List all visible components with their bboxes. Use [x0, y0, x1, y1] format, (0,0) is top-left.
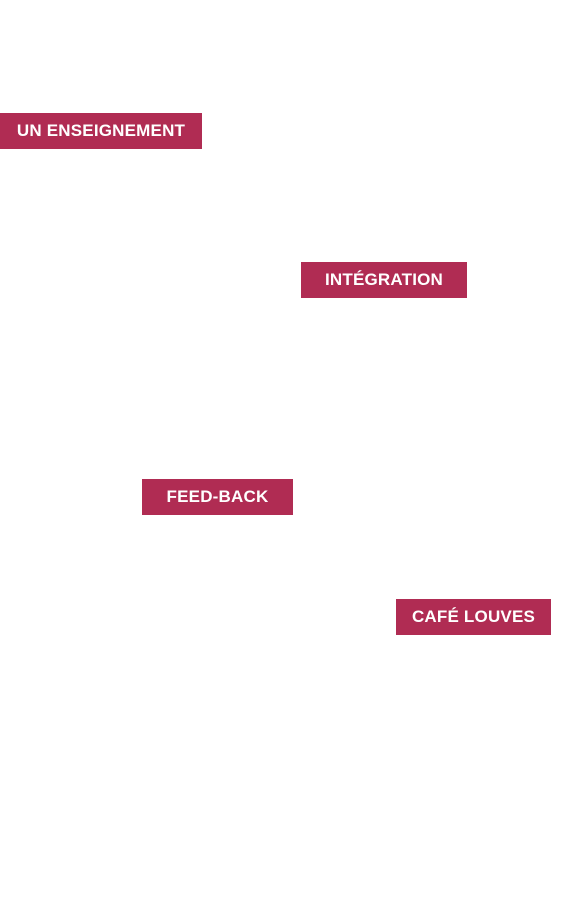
tag-un-enseignement[interactable]: UN ENSEIGNEMENT	[0, 113, 202, 149]
tag-cafe-louves[interactable]: CAFÉ LOUVES	[396, 599, 551, 635]
tag-integration[interactable]: INTÉGRATION	[301, 262, 467, 298]
tag-feed-back[interactable]: FEED-BACK	[142, 479, 293, 515]
